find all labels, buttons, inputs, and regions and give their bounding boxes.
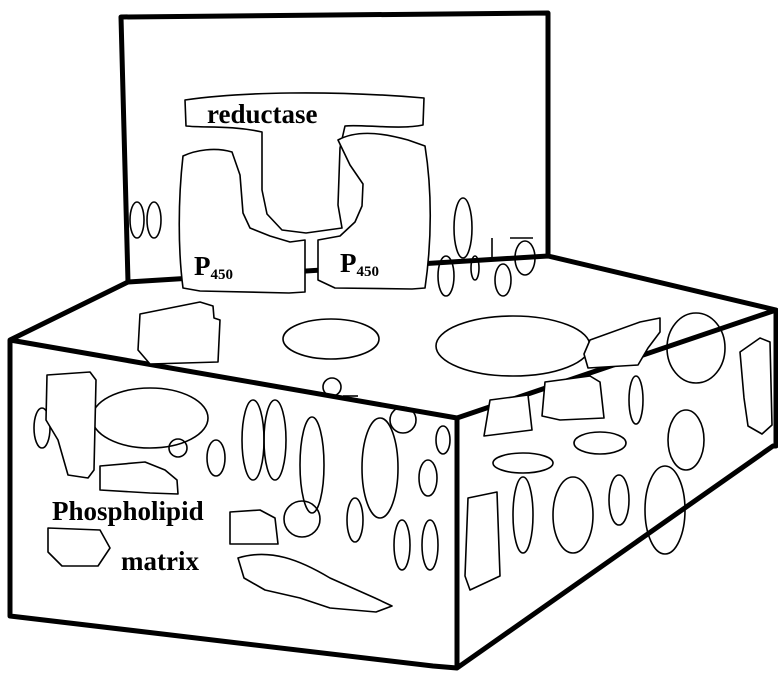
right-protein [740,338,772,434]
top-pore [436,316,590,376]
panel-pore [495,264,511,296]
front-protein [48,528,110,566]
front-pore [300,417,324,513]
front-pore [207,440,225,476]
front-pore [394,520,410,570]
right-pore [609,475,629,525]
front-pore [422,520,438,570]
phospholipid-label: Phospholipid [52,496,204,526]
right-pore [513,477,533,553]
right-protein [484,395,532,436]
front-pore [362,418,398,518]
top-pore [283,319,379,359]
right-pore [629,376,643,424]
front-pore [169,439,187,457]
right-pore [668,410,704,470]
top-pore [92,388,208,448]
matrix-label: matrix [121,546,199,576]
front-protein [100,462,178,494]
front-protein [230,510,278,544]
front-pore [264,400,286,480]
front-pore [347,498,363,542]
right-protein [542,376,604,420]
right-pore [667,313,725,383]
right-pore [553,477,593,553]
front-pore [242,400,264,480]
top-pore [323,378,341,396]
front-protein [46,372,96,478]
panel-pore [147,202,161,238]
membrane-slab [10,256,776,668]
panel-pore [130,202,144,238]
front-pore [436,426,450,454]
front-protein [238,554,392,612]
right-pore [574,432,626,454]
reductase-label: reductase [207,99,317,129]
top-protein [584,318,660,368]
right-pore [493,453,553,473]
front-pore [419,460,437,496]
right-protein [465,492,500,590]
front-pore [284,501,320,537]
top-protein [138,302,220,364]
panel-pore [454,198,472,258]
